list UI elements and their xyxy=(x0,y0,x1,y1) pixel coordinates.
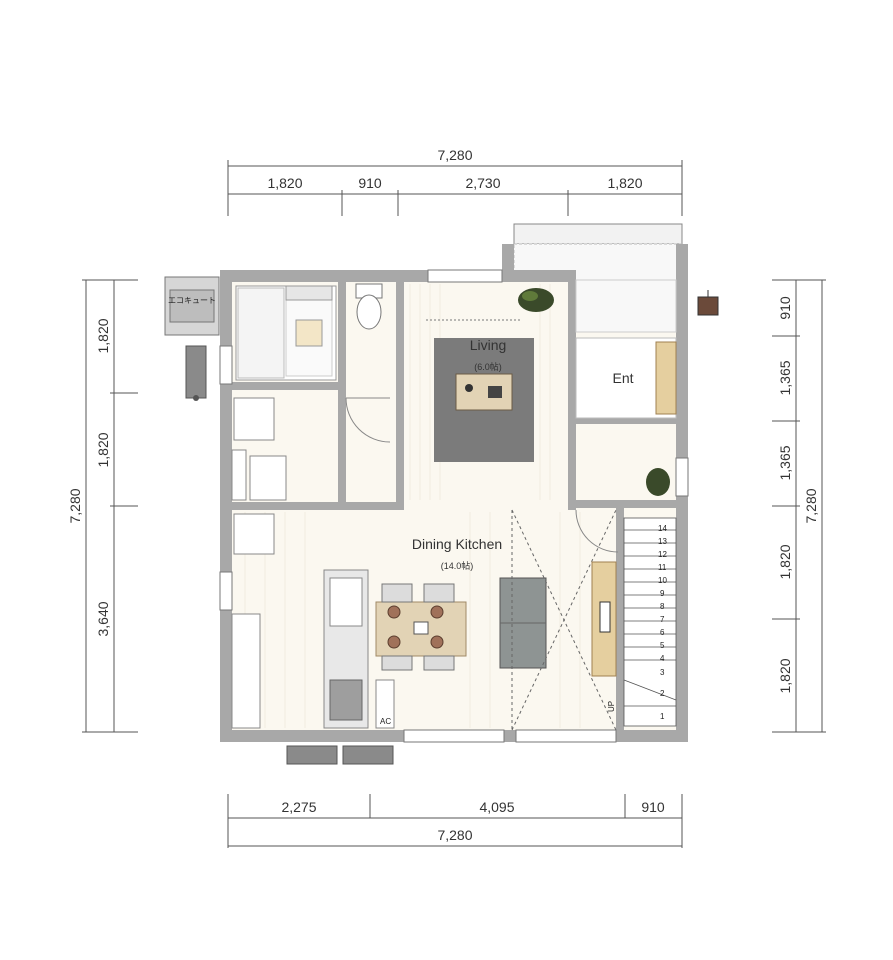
top-dimension-1: 1,820 xyxy=(267,175,302,191)
bottom-dimension-1: 2,275 xyxy=(281,799,316,815)
step-number: 12 xyxy=(658,550,667,559)
plant-icon xyxy=(646,468,670,496)
stair-step-numbers: 1 2 3 4 5 6 7 8 9 10 11 12 13 14 xyxy=(658,524,667,721)
dimension-lines xyxy=(82,160,826,848)
top-total-dimension: 7,280 xyxy=(437,147,472,163)
right-dimension-4: 1,820 xyxy=(777,544,793,579)
walls xyxy=(220,244,688,742)
tv-board xyxy=(591,561,617,677)
entrance-label: Ent xyxy=(612,370,633,386)
open-ceiling-lines xyxy=(511,509,617,731)
step-number: 14 xyxy=(658,524,667,533)
step-number: 11 xyxy=(658,563,667,572)
plant-icon xyxy=(518,288,554,312)
kitchen xyxy=(231,513,395,729)
step-number: 7 xyxy=(660,615,665,624)
step-number: 4 xyxy=(660,654,665,663)
right-dimension-3: 1,365 xyxy=(777,445,793,480)
sofa xyxy=(499,577,547,669)
step-number: 5 xyxy=(660,641,665,650)
step-number: 13 xyxy=(658,537,667,546)
step-number: 6 xyxy=(660,628,665,637)
step-number: 1 xyxy=(660,712,665,721)
outdoor-bench xyxy=(286,745,394,765)
dining-kitchen-label: Dining Kitchen xyxy=(412,536,502,552)
step-number: 10 xyxy=(658,576,667,585)
dining-kitchen-size: (14.0帖) xyxy=(441,560,474,571)
right-dimension-2: 1,365 xyxy=(777,360,793,395)
step-number: 3 xyxy=(660,668,665,677)
left-dimension-1: 1,820 xyxy=(95,318,111,353)
living-room-label: Living xyxy=(470,337,507,353)
living-room-size: (6.0帖) xyxy=(474,361,502,372)
bottom-total-dimension: 7,280 xyxy=(437,827,472,843)
outdoor-unit xyxy=(185,345,207,401)
ac-label: AC xyxy=(380,717,391,726)
staircase xyxy=(623,517,677,727)
bottom-dimension-3: 910 xyxy=(641,799,665,815)
dining-table-set xyxy=(375,583,467,671)
stair-up-label: UP xyxy=(607,701,616,712)
right-total-dimension: 7,280 xyxy=(803,488,819,523)
left-dimension-2: 1,820 xyxy=(95,432,111,467)
step-number: 8 xyxy=(660,602,665,611)
right-dimension-1: 910 xyxy=(777,296,793,320)
step-number: 9 xyxy=(660,589,665,598)
washroom xyxy=(231,397,287,501)
entrance xyxy=(575,279,677,419)
ecocute-label: エコキュート xyxy=(168,296,216,305)
toilet xyxy=(355,283,383,330)
top-dimension-2: 910 xyxy=(358,175,382,191)
ecocute-unit: エコキュート xyxy=(164,276,220,336)
left-total-dimension: 7,280 xyxy=(67,488,83,523)
bathroom xyxy=(235,285,337,381)
bottom-dimension-2: 4,095 xyxy=(479,799,514,815)
step-number: 2 xyxy=(660,689,665,698)
living-room xyxy=(426,319,534,462)
right-dimension-5: 1,820 xyxy=(777,658,793,693)
outdoor-light xyxy=(697,290,719,316)
windows xyxy=(219,269,689,743)
top-dimension-3: 2,730 xyxy=(465,175,500,191)
top-dimension-4: 1,820 xyxy=(607,175,642,191)
left-dimension-3: 3,640 xyxy=(95,601,111,636)
